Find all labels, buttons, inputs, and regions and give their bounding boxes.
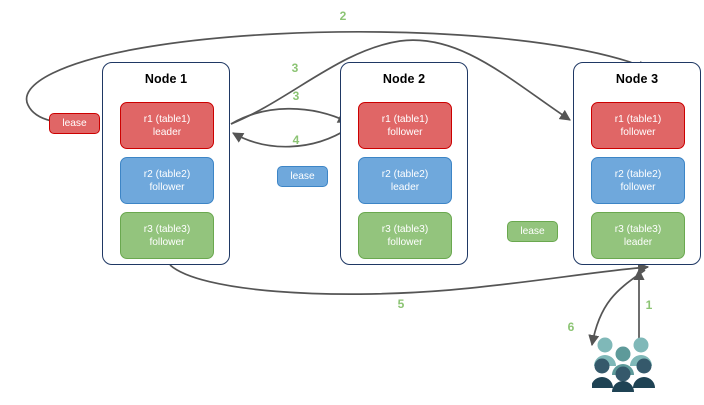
replica-name: r1 (table1): [614, 113, 662, 125]
replica-node1-r1: r1 (table1) leader: [120, 102, 214, 149]
replica-role: leader: [152, 126, 182, 138]
replica-role: leader: [390, 181, 420, 193]
replica-role: follower: [620, 181, 656, 193]
replica-node2-r1: r1 (table1) follower: [358, 102, 452, 149]
lease-badge-node2: lease: [277, 166, 328, 187]
node-title-1: Node 1: [144, 72, 188, 86]
replica-role: leader: [623, 236, 653, 248]
lease-badge-node1: lease: [49, 113, 100, 134]
edge-label-4: 4: [292, 133, 300, 147]
replica-name: r2 (table2): [143, 168, 191, 180]
replica-name: r1 (table1): [143, 113, 191, 125]
replica-node3-r2: r2 (table2) follower: [591, 157, 685, 204]
edge-3-short-path: [230, 107, 349, 125]
replica-node2-r3: r3 (table3) follower: [358, 212, 452, 259]
lease-badge-node3: lease: [507, 221, 558, 242]
replica-role: follower: [387, 236, 423, 248]
edge-label-2: 2: [339, 9, 347, 23]
node-title-3: Node 3: [615, 72, 659, 86]
replica-name: r2 (table2): [381, 168, 429, 180]
replica-node1-r2: r2 (table2) follower: [120, 157, 214, 204]
edge-label-3-short: 3: [292, 89, 300, 103]
replica-role: follower: [387, 126, 423, 138]
node-card-3: Node 3 r1 (table1) follower r2 (table2) …: [573, 62, 701, 265]
edge-label-1: 1: [645, 298, 653, 312]
replica-node2-r2: r2 (table2) leader: [358, 157, 452, 204]
replica-node3-r3: r3 (table3) leader: [591, 212, 685, 259]
replica-name: r3 (table3): [143, 223, 191, 235]
edge-label-3-long: 3: [291, 61, 299, 75]
edge-5-path: [169, 262, 650, 295]
replica-node1-r3: r3 (table3) follower: [120, 212, 214, 259]
edge-label-5: 5: [397, 297, 405, 311]
replica-role: follower: [149, 236, 185, 248]
replica-role: follower: [149, 181, 185, 193]
replica-name: r3 (table3): [381, 223, 429, 235]
replica-node3-r1: r1 (table1) follower: [591, 102, 685, 149]
replica-role: follower: [620, 126, 656, 138]
replica-name: r1 (table1): [381, 113, 429, 125]
replica-name: r3 (table3): [614, 223, 662, 235]
edge-6-path: [588, 269, 646, 347]
node-title-2: Node 2: [382, 72, 426, 86]
edge-label-6: 6: [567, 320, 575, 334]
replica-name: r2 (table2): [614, 168, 662, 180]
users-icon: [592, 337, 655, 392]
node-card-1: Node 1 r1 (table1) leader r2 (table2) fo…: [102, 62, 230, 265]
node-card-2: Node 2 r1 (table1) follower r2 (table2) …: [340, 62, 468, 265]
